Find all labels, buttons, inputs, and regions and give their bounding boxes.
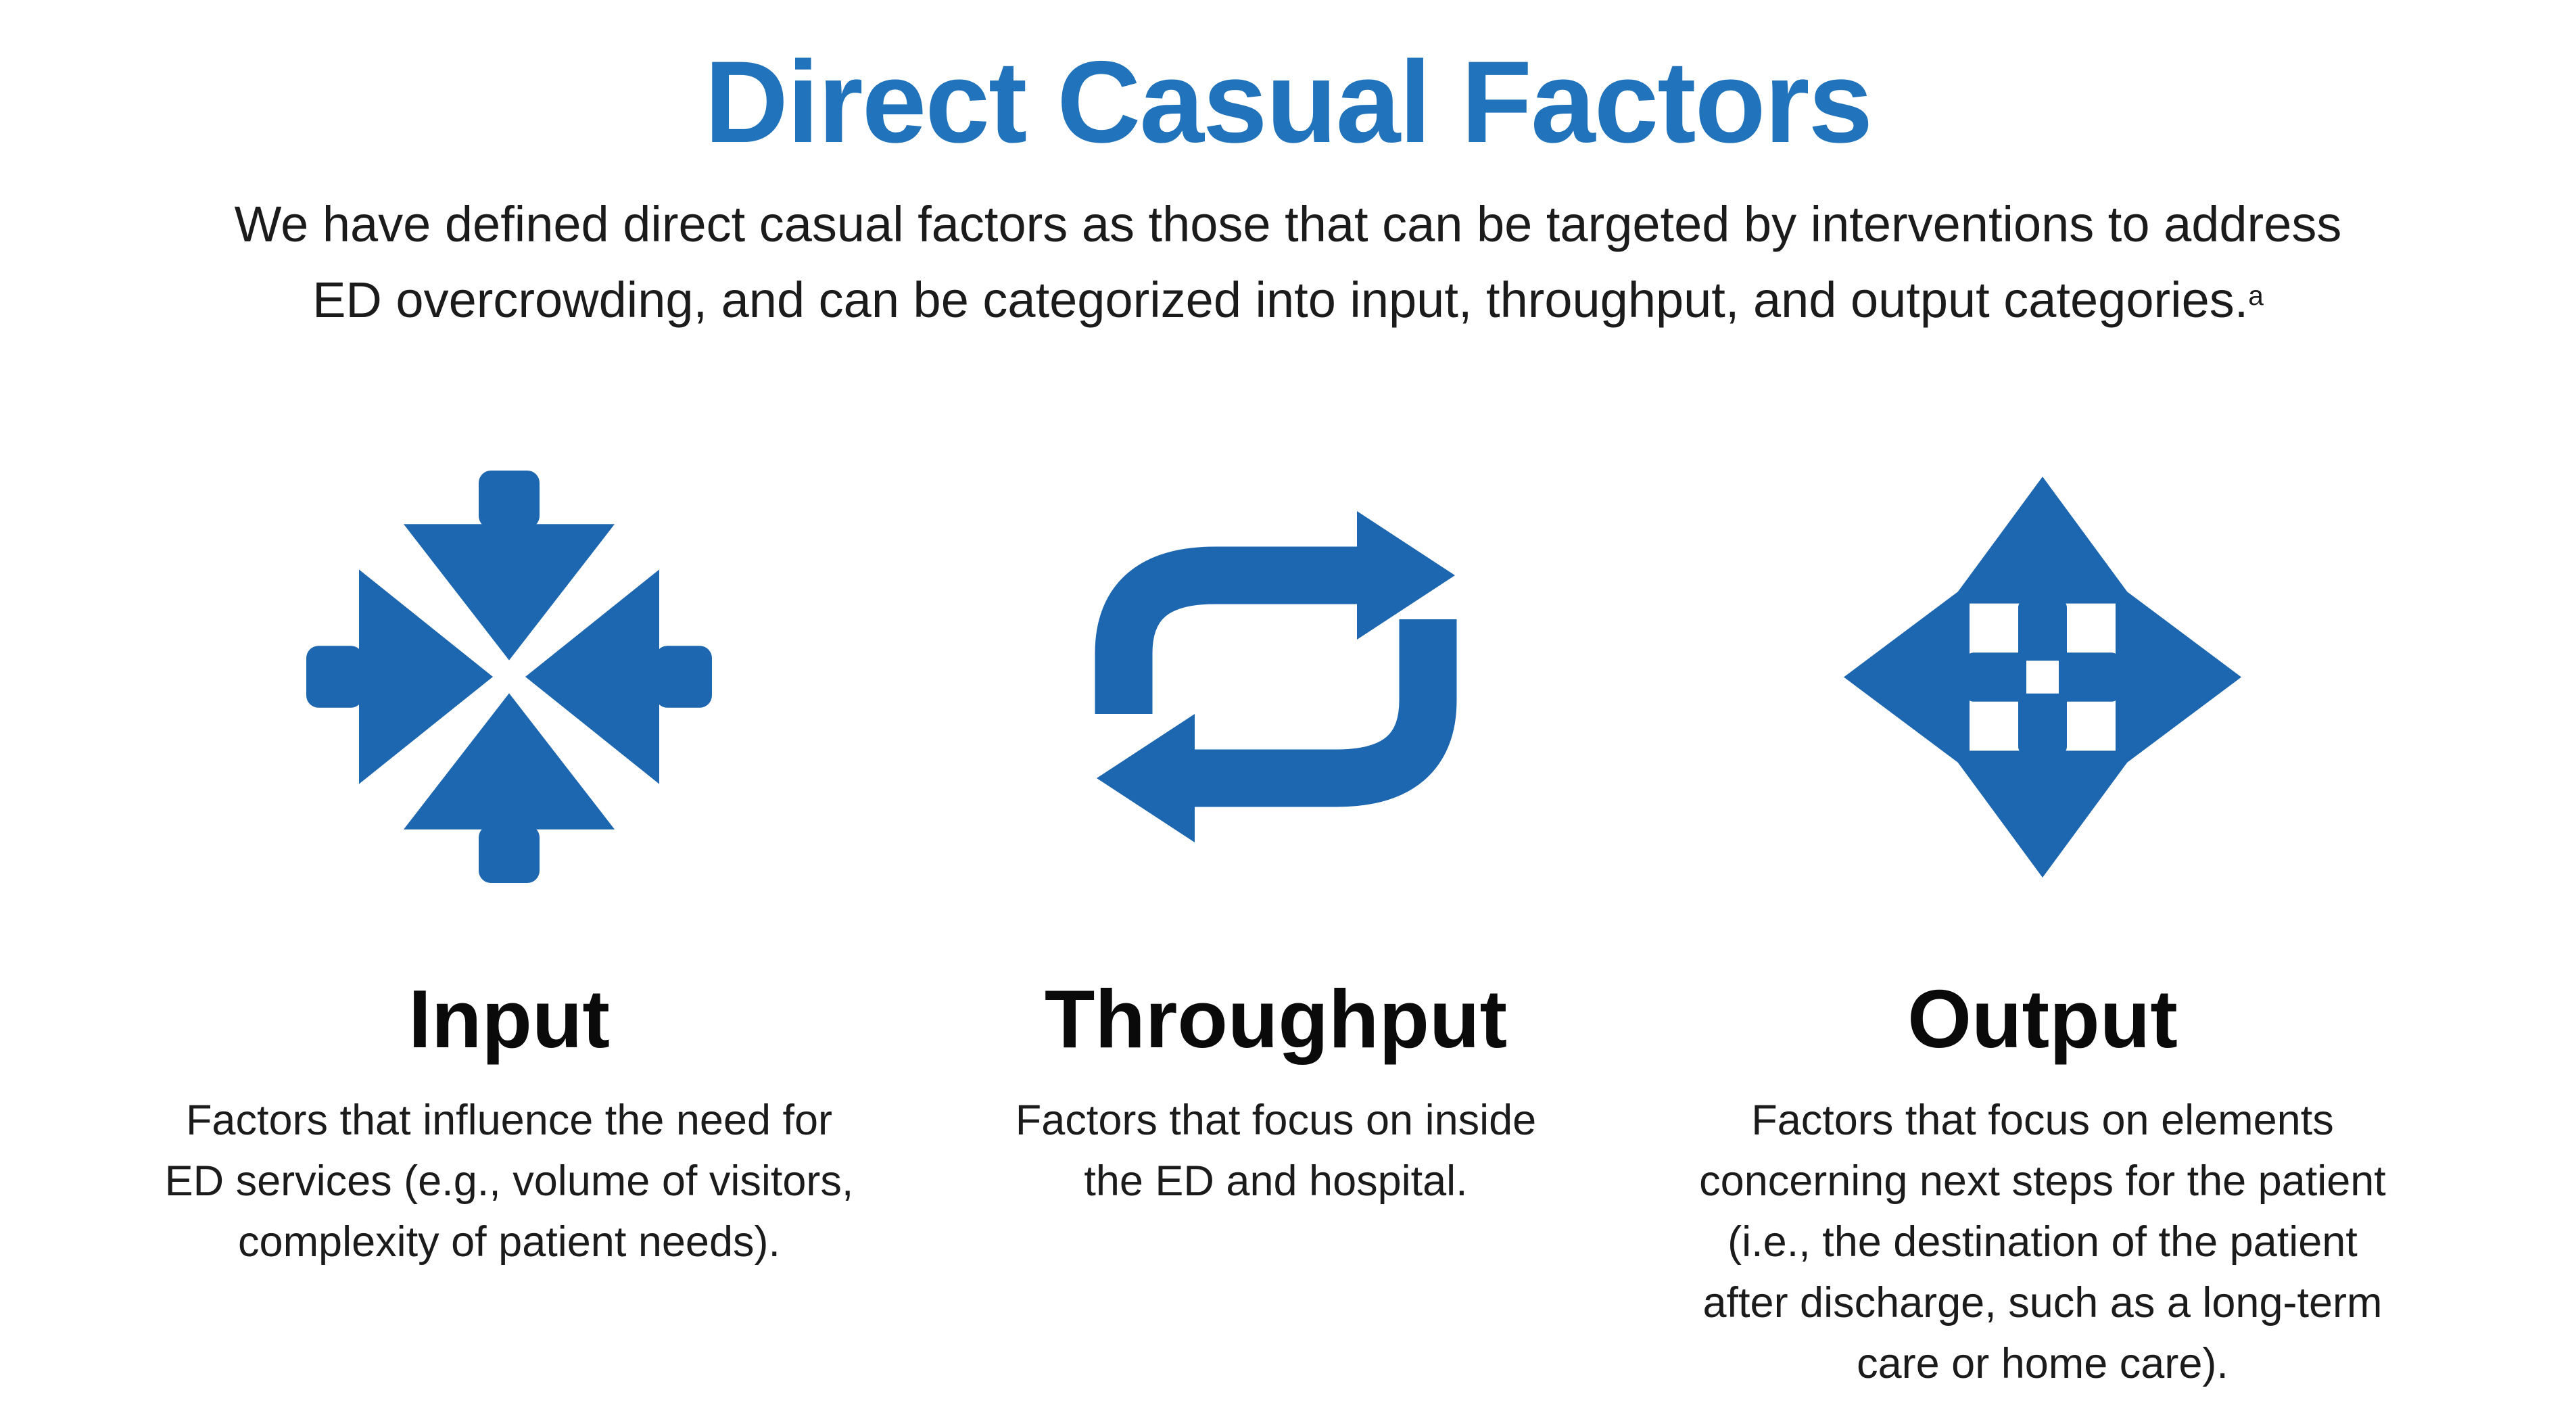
- input-heading: Input: [408, 973, 611, 1065]
- factor-columns: Input Factors that influence the need fo…: [126, 471, 2426, 1394]
- footnote-marker: a: [2248, 279, 2264, 311]
- subtitle-line-2: ED overcrowding, and can be categorized …: [0, 262, 2576, 338]
- output-icon-wrap: [1840, 471, 2245, 883]
- page-subtitle: We have defined direct casual factors as…: [0, 187, 2576, 338]
- infographic-page: Direct Casual Factors We have defined di…: [0, 35, 2576, 1411]
- throughput-icon-wrap: [1073, 471, 1479, 883]
- input-icon-wrap: [306, 471, 712, 883]
- subtitle-line-2-text: ED overcrowding, and can be categorized …: [312, 272, 2249, 328]
- expanding-arrows-icon: [1844, 476, 2241, 878]
- cycle-arrows-icon: [1095, 511, 1457, 842]
- input-column: Input Factors that influence the need fo…: [126, 471, 892, 1394]
- page-title: Direct Casual Factors: [704, 37, 1873, 167]
- subtitle-line-1: We have defined direct casual factors as…: [234, 196, 2342, 252]
- output-heading: Output: [1907, 973, 2178, 1065]
- throughput-heading: Throughput: [1044, 973, 1508, 1065]
- converging-arrows-icon: [306, 471, 712, 883]
